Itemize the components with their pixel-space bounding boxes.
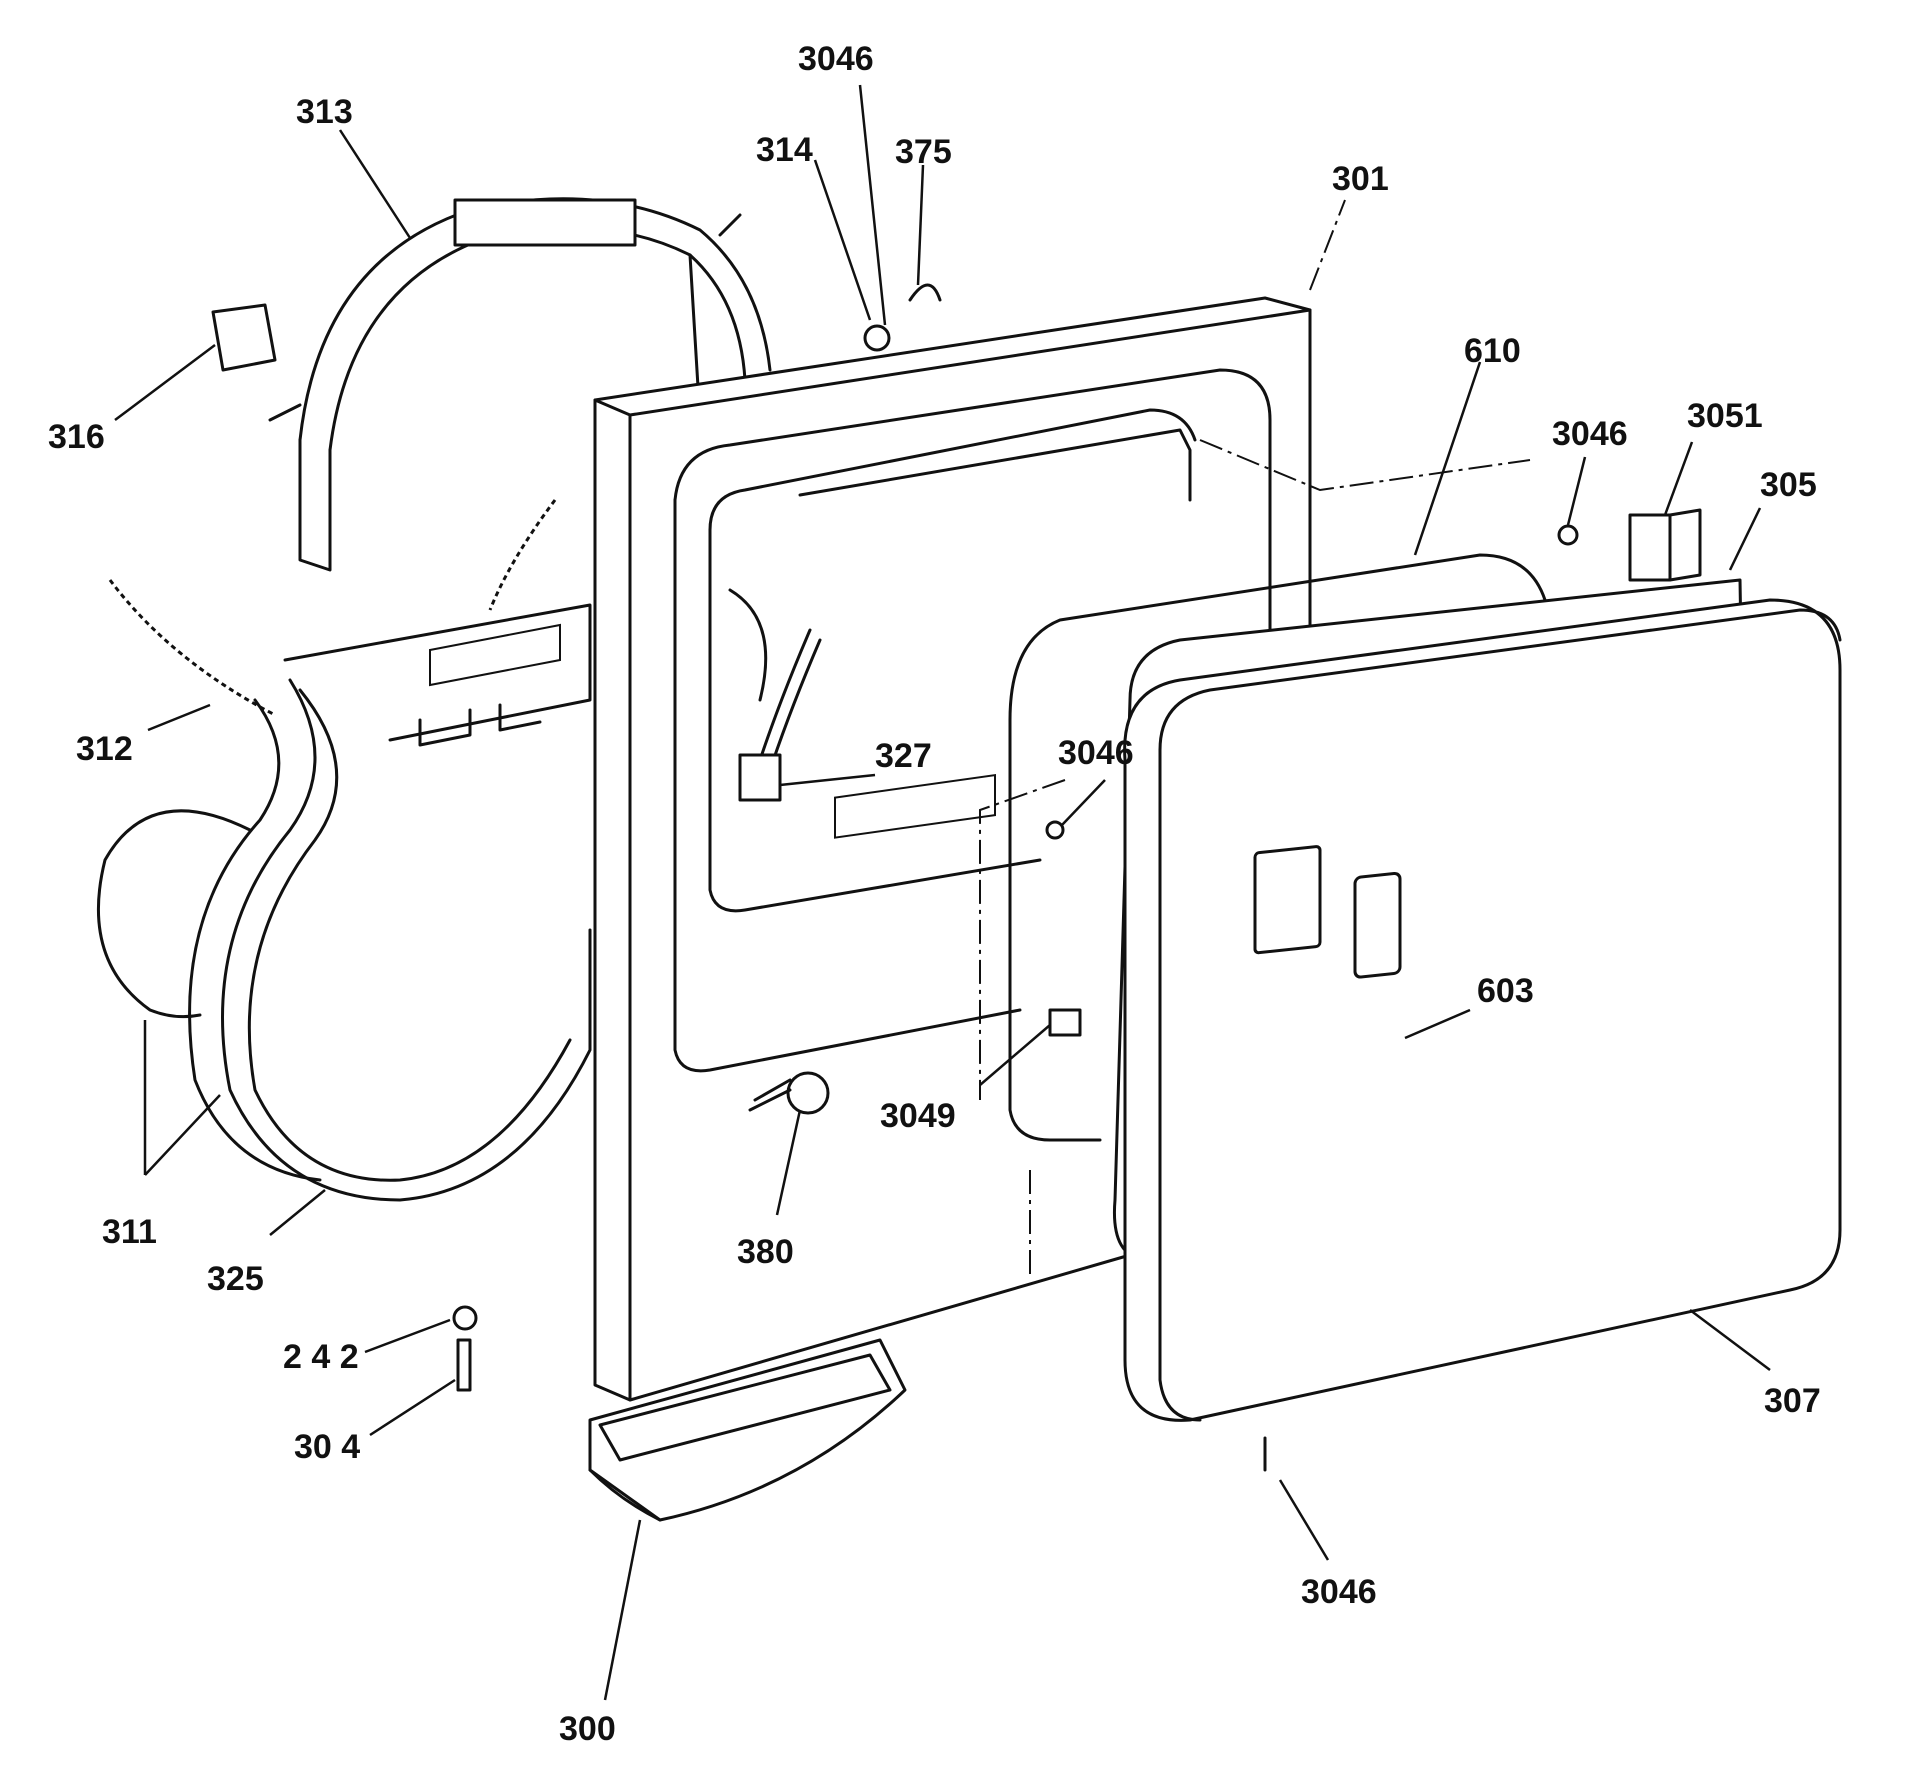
callout-3049: 3049 bbox=[880, 1097, 956, 1135]
callout-311: 311 bbox=[102, 1213, 157, 1251]
callout-380: 380 bbox=[737, 1233, 794, 1271]
part-3046-screw-mid bbox=[1045, 820, 1065, 840]
callout-314: 314 bbox=[756, 131, 813, 169]
callout-316: 316 bbox=[48, 418, 105, 456]
part-307-outer-door bbox=[1123, 598, 1842, 1422]
part-242-nut bbox=[452, 1305, 478, 1331]
callout-3046-mid: 3046 bbox=[1058, 734, 1134, 772]
callout-300: 300 bbox=[559, 1710, 616, 1748]
part-300-control-tray bbox=[588, 1338, 907, 1522]
part-3046-screw-right bbox=[1557, 524, 1579, 546]
part-3051-hinge-block bbox=[1628, 508, 1702, 582]
callout-312: 312 bbox=[76, 730, 133, 768]
callout-305: 305 bbox=[1760, 466, 1817, 504]
leader-lines bbox=[114, 84, 1771, 1701]
callout-304: 30 4 bbox=[294, 1428, 360, 1466]
part-375-wire-clip bbox=[908, 283, 942, 302]
callout-301: 301 bbox=[1332, 160, 1389, 198]
callout-3046-bottom: 3046 bbox=[1301, 1573, 1377, 1611]
part-610-door-seal bbox=[1008, 553, 1547, 1142]
callout-375: 375 bbox=[895, 133, 952, 171]
part-327-door-switch bbox=[728, 588, 822, 802]
callout-labels: 313 3046 314 375 301 316 610 3046 3051 3… bbox=[48, 40, 1821, 1748]
part-3049-hinge-pin bbox=[1048, 1008, 1082, 1037]
part-312-felt-seal bbox=[108, 499, 557, 717]
part-314-latch-cup bbox=[863, 324, 891, 352]
part-325-front-bulkhead bbox=[188, 603, 592, 1202]
callout-610: 610 bbox=[1464, 332, 1521, 370]
callout-242: 2 4 2 bbox=[283, 1338, 359, 1376]
part-311-drum-seal-ring bbox=[96, 809, 252, 1019]
fasteners bbox=[452, 283, 1579, 1472]
callout-3046-right: 3046 bbox=[1552, 415, 1628, 453]
callout-307: 307 bbox=[1764, 1382, 1821, 1420]
callout-3046-top: 3046 bbox=[798, 40, 874, 78]
alignment-lines bbox=[979, 199, 1531, 1280]
callout-603: 603 bbox=[1477, 972, 1534, 1010]
part-316-pad bbox=[211, 303, 277, 372]
part-304-bolt bbox=[456, 1338, 472, 1392]
callout-313: 313 bbox=[296, 93, 353, 131]
callout-325: 325 bbox=[207, 1260, 264, 1298]
part-380-light-socket bbox=[748, 1071, 830, 1115]
callout-327: 327 bbox=[875, 737, 932, 775]
callout-3051: 3051 bbox=[1687, 397, 1763, 435]
part-313-upper-bulkhead bbox=[268, 197, 772, 572]
